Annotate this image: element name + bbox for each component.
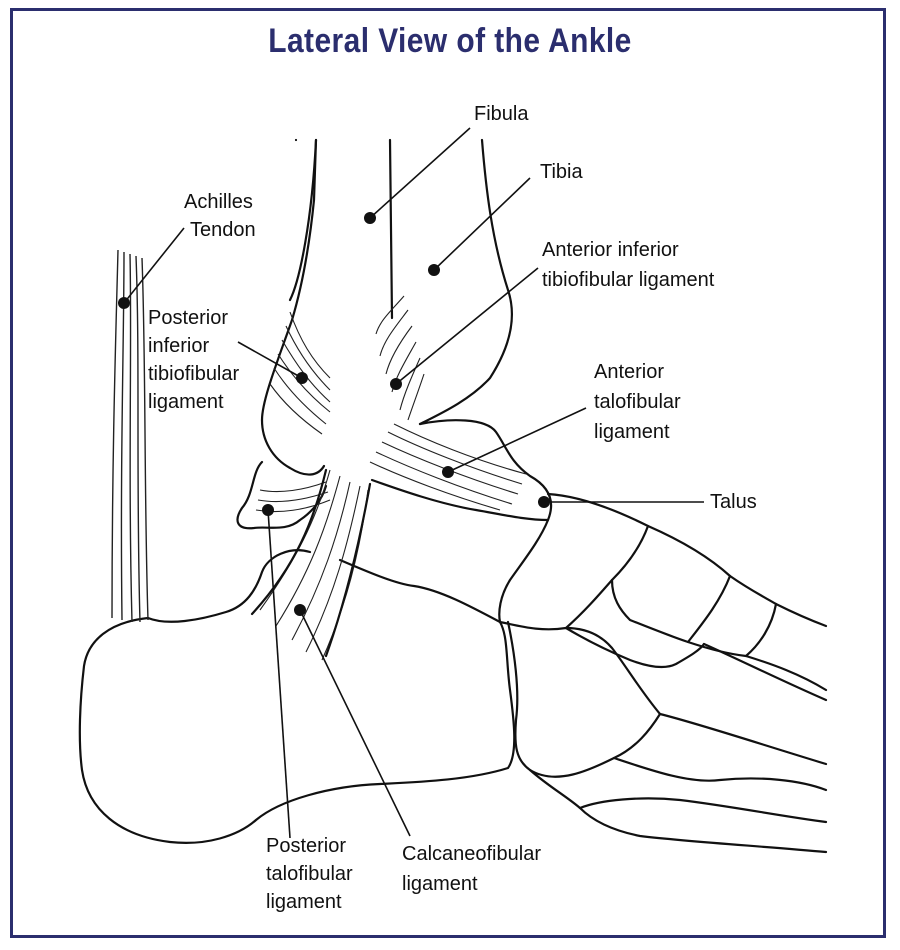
cuneiform-1: [610, 524, 732, 644]
calcaneus-top: [146, 549, 312, 623]
pointer-cfl: [299, 609, 411, 837]
label-posterior-inferior-tibiofibular-ligament: Posterior inferior tibiofibular ligament: [148, 307, 245, 413]
pointer-dot-fibula: [364, 212, 376, 224]
fibula-posterior-edge: [260, 138, 318, 422]
cuboid: [506, 620, 662, 778]
label-tibia: Tibia: [540, 161, 583, 183]
metatarsal-1: [774, 602, 828, 628]
tibia-back-edge: [388, 138, 394, 320]
lateral-malleolus: [260, 418, 326, 476]
pointer-ptfl: [267, 509, 291, 839]
cuneiform-2: [686, 574, 778, 658]
talus-body-inner: [370, 478, 550, 522]
pointers: [118, 127, 704, 839]
pointer-dot-aitfl: [390, 378, 402, 390]
label-achilles-tendon: Achilles Tendon: [184, 191, 258, 241]
label-calcaneofibular-ligament: Calcaneofibular ligament: [402, 843, 547, 895]
achilles-tendon: [111, 249, 149, 623]
label-fibula: Fibula: [474, 103, 529, 125]
pointer-tibia: [433, 177, 531, 271]
label-anterior-talofibular-ligament: Anterior talofibular ligament: [594, 361, 686, 443]
label-talus: Talus: [710, 491, 757, 513]
metatarsal-4: [658, 712, 828, 766]
pointer-achilles: [123, 227, 185, 304]
pointer-dot-atfl: [442, 466, 454, 478]
labels: Fibula Tibia Achilles Tendon Anterior in…: [148, 103, 757, 913]
pointer-dot-achilles: [118, 297, 130, 309]
calcaneus: [78, 616, 516, 844]
pointer-fibula: [369, 127, 471, 219]
metatarsal-5: [612, 756, 828, 792]
pointer-pitfl: [237, 341, 303, 379]
calcaneus-sinus: [338, 558, 502, 624]
pointer-dot-talus: [538, 496, 550, 508]
tibia-front-edge: [418, 138, 514, 426]
pointer-atfl: [447, 407, 587, 473]
cuneiform-3: [564, 626, 706, 669]
label-posterior-talofibular-ligament: Posterior talofibular ligament: [266, 835, 358, 913]
diagram-title: Lateral View of the Ankle: [268, 22, 632, 60]
pointer-dot-ptfl: [262, 504, 274, 516]
talus: [418, 419, 553, 624]
pointer-dot-tibia: [428, 264, 440, 276]
metatarsal-2: [744, 654, 828, 692]
pointer-dot-pitfl: [296, 372, 308, 384]
ligament-fibers: [250, 295, 527, 661]
pointer-dot-cfl: [294, 604, 306, 616]
metatarsal-5-base: [528, 768, 828, 854]
pointer-aitfl: [395, 267, 539, 385]
metatarsal-lower: [578, 797, 828, 824]
metatarsal-3: [702, 642, 828, 702]
bones: [78, 138, 828, 854]
label-anterior-inferior-tibiofibular-ligament: Anterior inferior tibiofibular ligament: [542, 239, 715, 291]
talus-posterior-process: [236, 460, 328, 530]
